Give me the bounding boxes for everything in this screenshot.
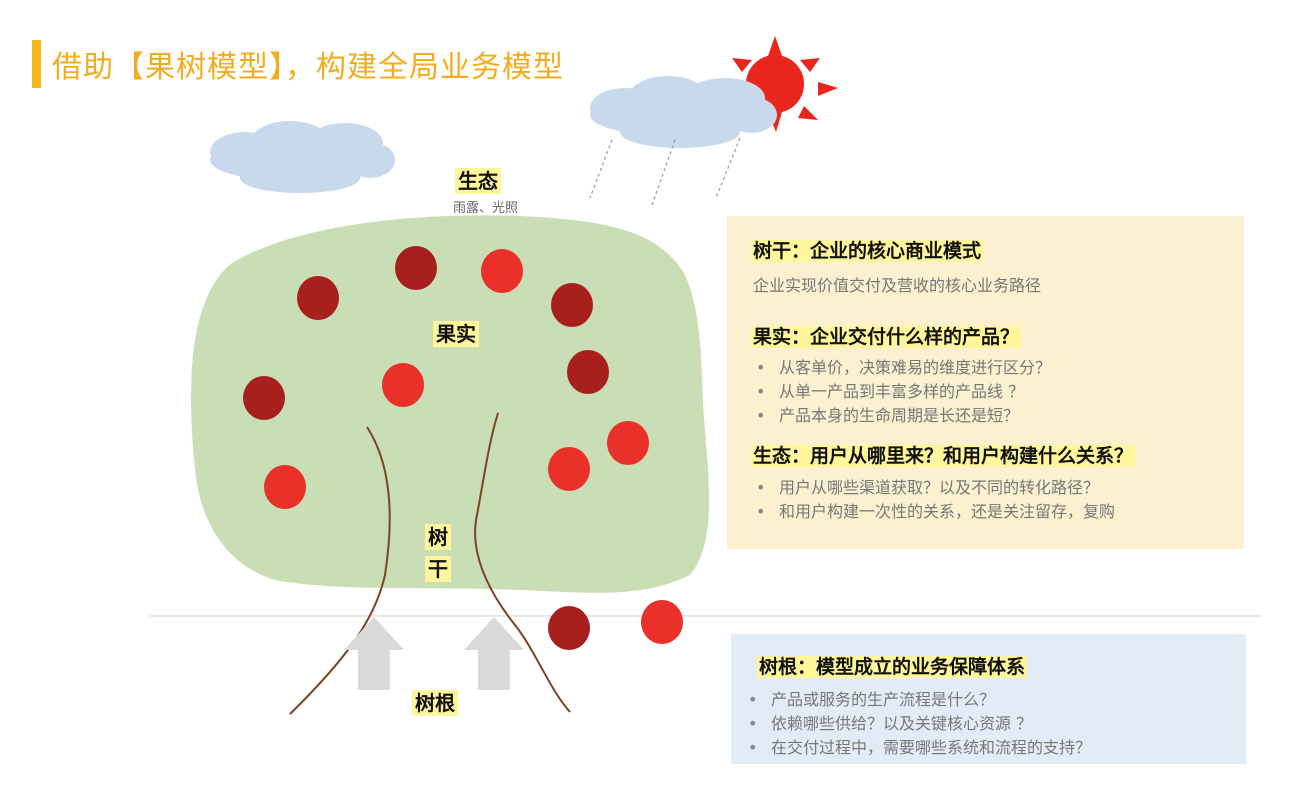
root-list: 产品或服务的生产流程是什么？ 依赖哪些供给？以及关键核心资源 ？ 在交付过程中，…	[745, 688, 1091, 760]
fruit-label: 果实	[433, 321, 479, 347]
fruit-icon	[243, 376, 285, 420]
trunk-label-2: 干	[425, 556, 451, 582]
trunk-label-1: 树	[425, 524, 451, 550]
fruit-icon	[481, 249, 523, 293]
fruit-heading: 果实：企业交付什么样的产品？	[751, 326, 1022, 348]
root-explanation-box: 树根：模型成立的业务保障体系 产品或服务的生产流程是什么？ 依赖哪些供给？以及关…	[731, 634, 1246, 764]
model-explanation-box: 树干：企业的核心商业模式 企业实现价值交付及营收的核心业务路径 果实：企业交付什…	[727, 216, 1244, 549]
fruit-icon	[548, 606, 590, 650]
title-accent-bar	[32, 40, 41, 88]
cloud-icon	[210, 121, 395, 193]
list-item: 从单一产品到丰富多样的产品线 ？	[753, 380, 1051, 404]
list-item: 产品本身的生命周期是长还是短？	[753, 404, 1051, 428]
list-item: 产品或服务的生产流程是什么？	[745, 688, 1091, 712]
rain-icon	[589, 137, 741, 206]
trunk-heading: 树干：企业的核心商业模式	[751, 240, 984, 262]
fruit-icon	[567, 350, 609, 394]
fruits	[243, 246, 683, 650]
fruit-list: 从客单价，决策难易的维度进行区分？ 从单一产品到丰富多样的产品线 ？ 产品本身的…	[753, 356, 1051, 428]
ecology-heading: 生态：用户从哪里来？和用户构建什么关系？	[751, 445, 1136, 467]
list-item: 用户从哪些渠道获取？以及不同的转化路径？	[753, 476, 1115, 500]
root-heading: 树根：模型成立的业务保障体系	[757, 656, 1028, 678]
fruit-icon	[641, 600, 683, 644]
root-label: 树根	[412, 690, 458, 716]
up-arrow-icon	[344, 617, 524, 690]
trunk-description: 企业实现价值交付及营收的核心业务路径	[753, 276, 1042, 295]
list-item: 在交付过程中，需要哪些系统和流程的支持？	[745, 736, 1091, 760]
fruit-icon	[607, 421, 649, 465]
ecology-sublabel: 雨露、光照	[453, 201, 519, 216]
fruit-icon	[395, 246, 437, 290]
ecology-list: 用户从哪些渠道获取？以及不同的转化路径？ 和用户构建一次性的关系，还是关注留存，…	[753, 476, 1115, 524]
fruit-icon	[297, 276, 339, 320]
page-title: 借助【果树模型】，构建全局业务模型	[52, 50, 564, 85]
fruit-icon	[551, 283, 593, 327]
fruit-icon	[548, 447, 590, 491]
list-item: 依赖哪些供给？以及关键核心资源 ？	[745, 712, 1091, 736]
ecology-label: 生态	[455, 168, 501, 194]
fruit-icon	[264, 465, 306, 509]
cloud-icon	[590, 76, 777, 148]
list-item: 从客单价，决策难易的维度进行区分？	[753, 356, 1051, 380]
list-item: 和用户构建一次性的关系，还是关注留存，复购	[753, 500, 1115, 524]
fruit-icon	[382, 363, 424, 407]
tree-trunk	[289, 412, 571, 715]
